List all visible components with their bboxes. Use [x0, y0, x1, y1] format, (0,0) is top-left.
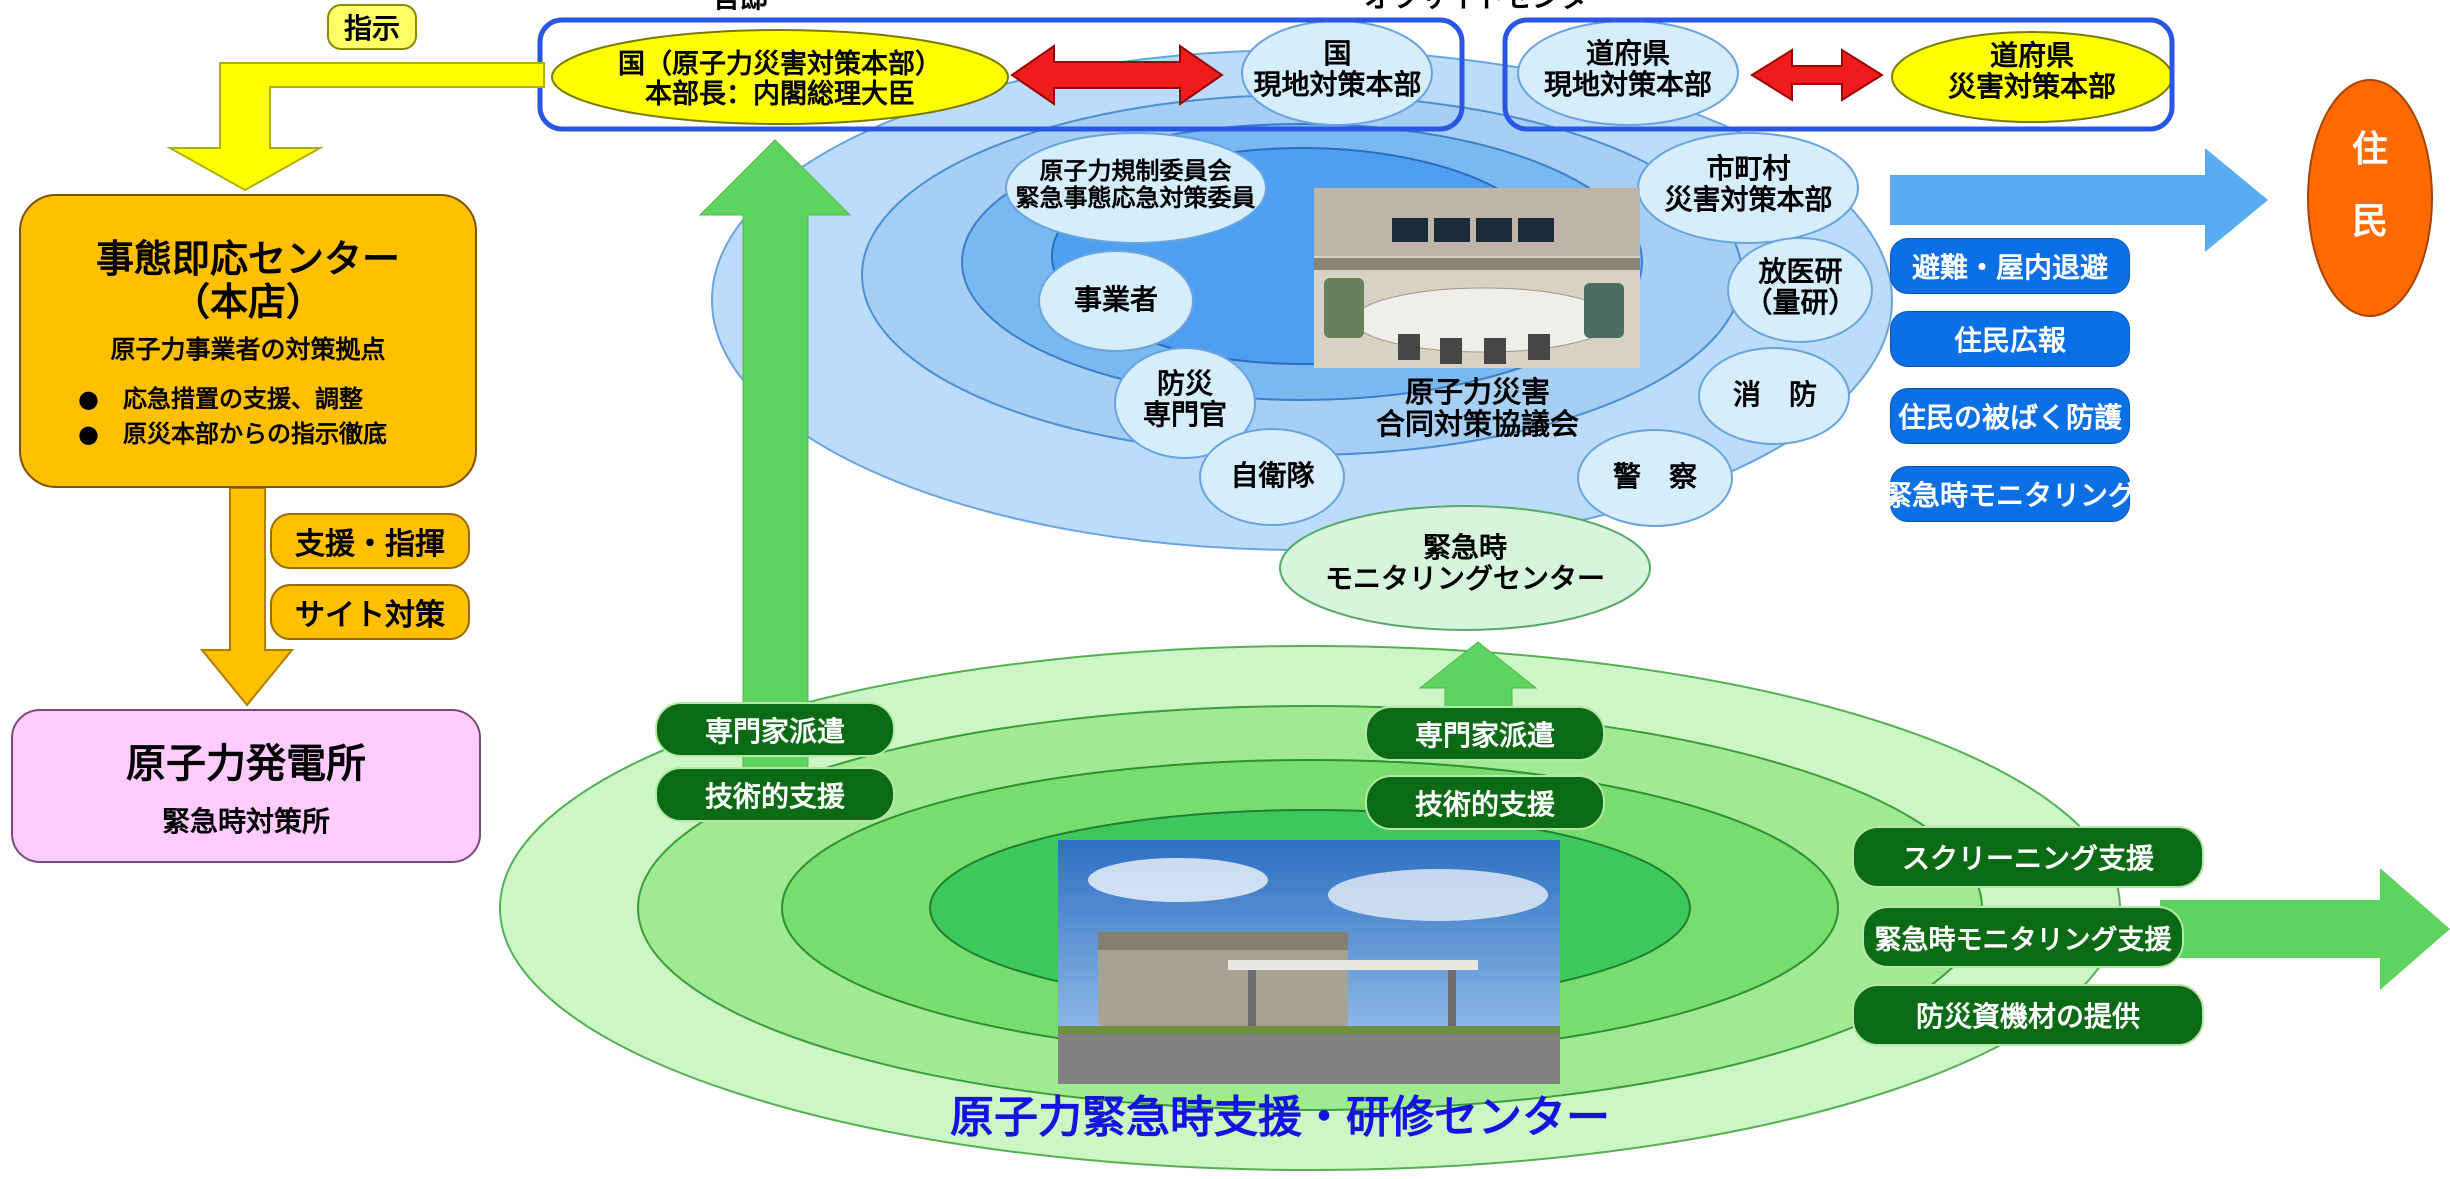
regulation-committee-node: [1005, 132, 1267, 244]
center-expert-dispatch-pill: 専門家派遣: [1365, 706, 1605, 761]
support-center-name: 原子力緊急時支援・研修センター: [950, 1092, 1610, 1143]
monitoring-center-label: 緊急時 モニタリングセンター: [1324, 531, 1605, 596]
offsite-frame: [1502, 17, 2175, 132]
center-technical-support-pill: 技術的支援: [1365, 775, 1605, 830]
monitoring-support-pill: 緊急時モニタリング支援: [1862, 906, 2184, 968]
police-node: [1577, 429, 1733, 527]
joint-council-label: 原子力災害 合同対策協議会: [1375, 375, 1579, 442]
operator-label: 事業者: [1073, 283, 1158, 316]
response-center-subtitle: 原子力事業者の対策拠点: [110, 335, 386, 364]
national-hq-label: 国（原子力災害対策本部） 本部長：内閣総理大臣: [618, 49, 942, 111]
monitoring-center-node: [1279, 505, 1651, 631]
offsite-meeting-photo: [1314, 188, 1640, 368]
fire-node: [1698, 347, 1850, 445]
pref-hq-label: 道府県 災害対策本部: [1947, 39, 2116, 104]
national-hq-node: [551, 29, 1009, 125]
left-expert-dispatch-pill: 専門家派遣: [655, 702, 895, 757]
qst-label: 放医研 （量研）: [1744, 255, 1857, 320]
directive-arrow: [166, 62, 545, 192]
site-measures-pill: サイト対策: [270, 584, 470, 640]
national-local-hq-label: 国 現地対策本部: [1253, 37, 1422, 102]
power-plant-subtitle: 緊急時対策所: [161, 805, 330, 838]
support-command-pill: 支援・指揮: [270, 513, 470, 569]
bullet-item: ● 原災本部からの指示徹底: [78, 419, 387, 448]
left-technical-support-pill: 技術的支援: [655, 767, 895, 822]
operator-node: [1038, 250, 1194, 352]
bullet-item: ● 応急措置の支援、調整: [78, 385, 363, 413]
emergency-monitoring-pill: 緊急時モニタリング: [1884, 466, 2136, 522]
police-label: 警 察: [1612, 460, 1697, 493]
regional-support-arrow: [2160, 868, 2450, 990]
regulation-committee-label: 原子力規制委員会 緊急事態応急対策委員: [1015, 157, 1256, 212]
municipal-hq-label: 市町村 災害対策本部: [1664, 152, 1833, 217]
pref-local-hq-label: 道府県 現地対策本部: [1543, 37, 1712, 102]
bullet-dot-icon: ●: [78, 385, 123, 413]
response-center-box: [19, 194, 477, 488]
residents-node: [2307, 79, 2433, 317]
screening-support-pill: スクリーニング支援: [1852, 826, 2204, 888]
qst-node: [1727, 237, 1873, 343]
national-link-arrow: [1010, 44, 1224, 106]
fire-label: 消 防: [1732, 378, 1817, 411]
disaster-officer-node: [1114, 347, 1256, 459]
public-information-pill: 住民広報: [1890, 311, 2130, 367]
sdf-label: 自衛隊: [1230, 459, 1315, 492]
support-center-photo: [1058, 840, 1560, 1084]
power-plant-title: 原子力発電所: [126, 741, 366, 787]
bullet-dot-icon: ●: [78, 419, 123, 448]
evacuation-pill: 避難・屋内退避: [1890, 238, 2130, 294]
disaster-officer-label: 防災 専門官: [1142, 367, 1227, 432]
response-center-bullets: ● 応急措置の支援、調整 ● 原災本部からの指示徹底: [78, 382, 468, 452]
directive-badge: 指示: [327, 4, 417, 50]
power-plant-box: [11, 709, 481, 863]
response-center-title: 事態即応センター （本店）: [95, 237, 400, 324]
radiation-protection-pill: 住民の被ばく防護: [1890, 388, 2130, 444]
sdf-node: [1199, 428, 1345, 526]
resident-support-arrow: [1890, 148, 2268, 252]
kantei-cut-label: 官邸: [680, 0, 800, 13]
pref-link-arrow: [1750, 48, 1884, 102]
site-command-arrow: [199, 487, 295, 707]
residents-label: 住 民: [2351, 129, 2388, 242]
equipment-provision-pill: 防災資機材の提供: [1852, 984, 2204, 1046]
offsite-cut-label: オフサイトセンター: [1310, 0, 1670, 13]
expert-dispatch-arrow-left: [698, 139, 852, 791]
